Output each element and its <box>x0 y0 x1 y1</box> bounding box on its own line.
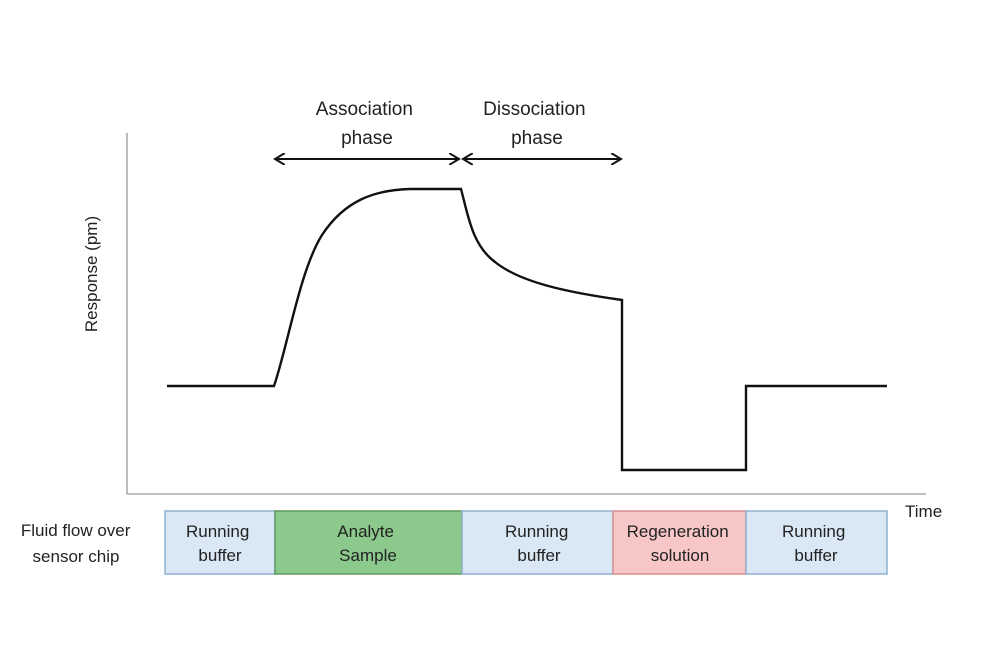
y-axis-label: Response (pm) <box>82 216 101 332</box>
segment-running-buffer-1: Running buffer <box>164 510 276 575</box>
segment-running-buffer-2: Running buffer <box>461 510 614 575</box>
segment-box <box>274 510 463 575</box>
segment-label: Running buffer <box>782 522 850 565</box>
dissociation-phase-label: Dissociation phase <box>483 99 591 149</box>
segment-box <box>745 510 888 575</box>
segment-label: Running buffer <box>186 522 254 565</box>
x-axis-label: Time <box>905 502 942 521</box>
fluid-flow-label: Fluid flow over sensor chip <box>21 521 135 566</box>
segment-label: Analyte Sample <box>337 522 398 565</box>
segment-regeneration-solution: Regeneration solution <box>612 510 747 575</box>
segment-label: Regeneration solution <box>627 522 734 565</box>
association-phase-label: Association phase <box>316 99 418 149</box>
response-curve <box>167 187 887 472</box>
segment-running-buffer-3: Running buffer <box>745 510 888 575</box>
segment-box <box>164 510 276 575</box>
segment-label: Running buffer <box>505 522 573 565</box>
fluid-segments: Running buffer Analyte Sample Running bu… <box>164 510 888 575</box>
segment-analyte-sample: Analyte Sample <box>274 510 463 575</box>
